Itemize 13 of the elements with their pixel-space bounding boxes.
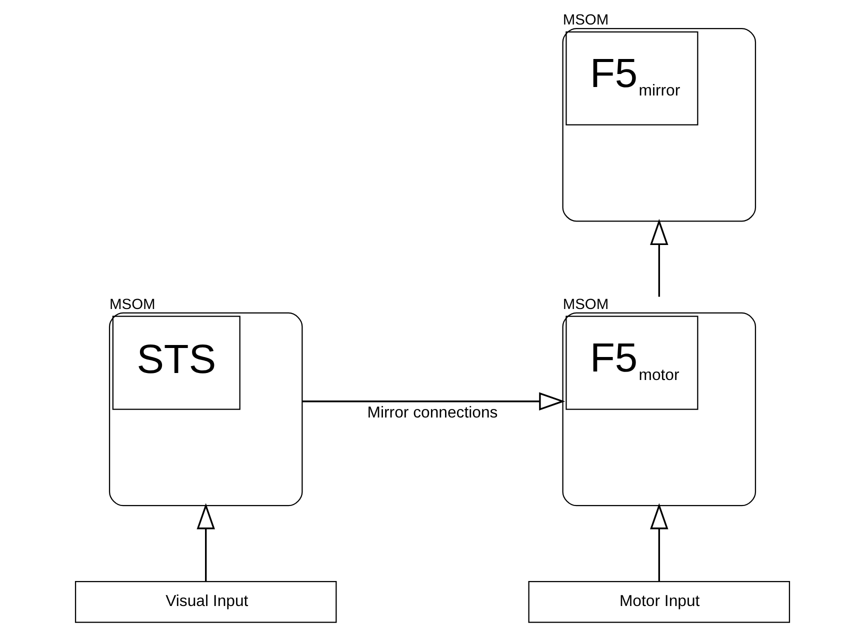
node-box: STS	[108, 312, 303, 506]
node-box: F5$_{mirror}$	[562, 28, 756, 222]
node-label: MSOM	[562, 296, 609, 313]
node-label: MSOM	[110, 296, 156, 313]
arrow	[650, 218, 668, 297]
node-box: F5$_{motor}$	[562, 312, 756, 506]
arrow	[650, 503, 668, 582]
node-label: MSOM	[562, 12, 609, 28]
edge-label: Mirror connections	[367, 404, 498, 422]
arrow	[196, 503, 215, 582]
node-box: Motor Input	[528, 580, 790, 623]
arrow	[302, 392, 566, 410]
node-box: Visual Input	[74, 580, 337, 623]
